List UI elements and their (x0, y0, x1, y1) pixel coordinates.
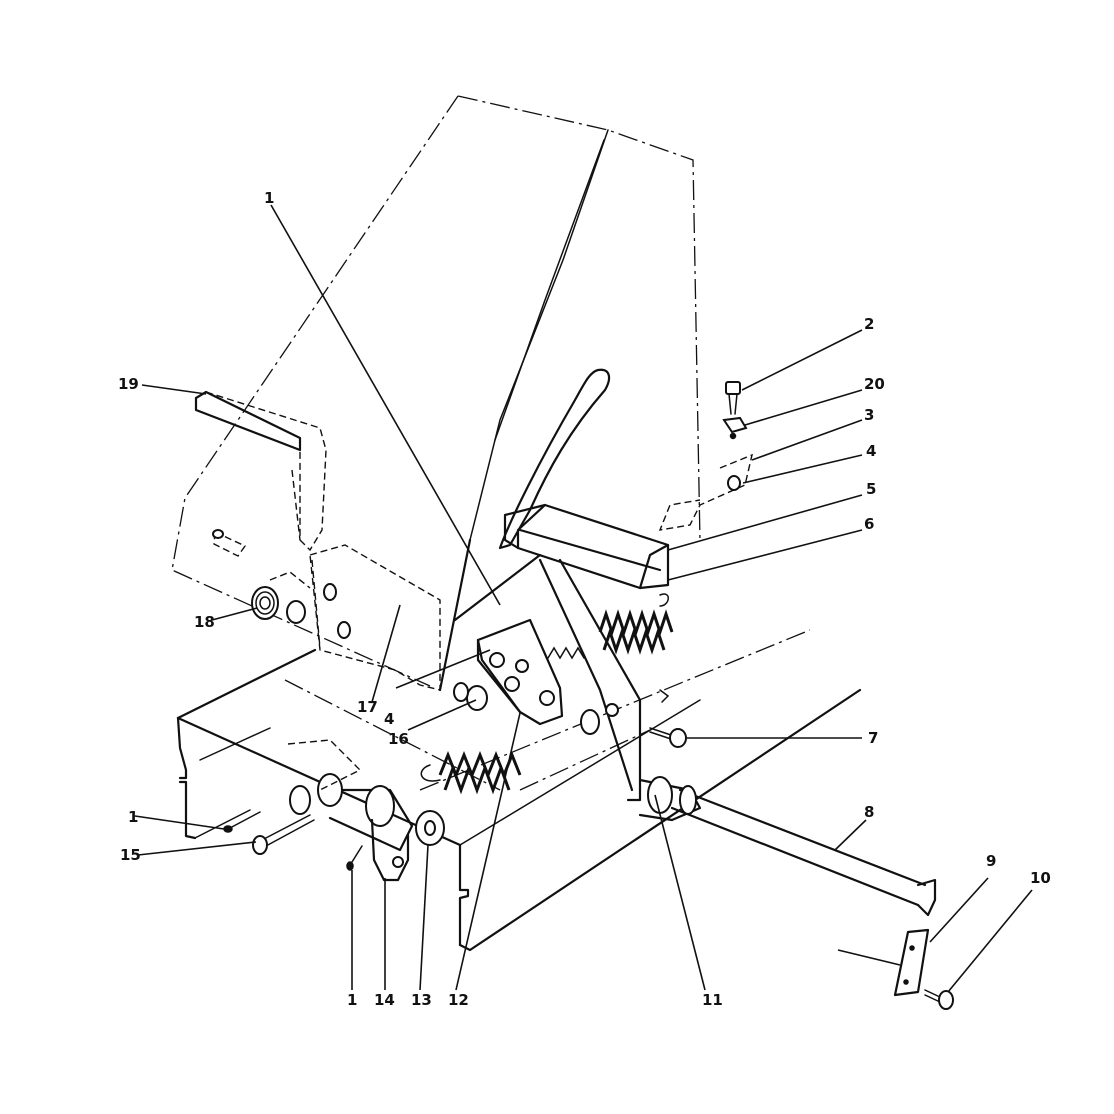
callout-10: 10 (1030, 869, 1051, 887)
clamp (212, 529, 247, 557)
bolt-10 (924, 989, 954, 1010)
callout-1-left: 1 (128, 808, 138, 826)
spring-lower (420, 646, 585, 795)
callout-17: 17 (357, 698, 378, 716)
spring-18 (251, 571, 311, 624)
callout-13: 13 (411, 991, 432, 1009)
bracket-17 (309, 544, 441, 691)
plate-19 (194, 390, 327, 552)
callout-12: 12 (448, 991, 469, 1009)
leader-lines (134, 204, 1033, 993)
clip-9 (893, 928, 930, 997)
nut-4-top (727, 475, 741, 491)
pedal-lever (438, 368, 642, 802)
callout-8: 8 (864, 803, 874, 821)
callout-9: 9 (986, 852, 996, 870)
callout-3: 3 (864, 406, 874, 424)
callout-18: 18 (194, 613, 215, 631)
bracket-part-3 (658, 453, 753, 531)
callout-1-bottom: 1 (347, 991, 357, 1009)
callout-16: 16 (388, 730, 409, 748)
callout-14: 14 (374, 991, 395, 1009)
pedal-pad (503, 503, 670, 590)
callout-labels: 1 2 20 3 4 5 6 7 8 9 10 11 12 13 14 1 15… (118, 189, 1051, 1009)
callout-20: 20 (864, 375, 885, 393)
callout-7: 7 (868, 729, 878, 747)
callout-19: 19 (118, 375, 139, 393)
callout-11: 11 (702, 991, 723, 1009)
spring-upper (598, 593, 674, 655)
base-frame (176, 629, 862, 952)
pin-15 (252, 814, 315, 855)
callout-2: 2 (864, 315, 874, 333)
bolt-2 (725, 381, 741, 415)
hinge-assembly (287, 739, 445, 882)
callout-4-mid: 4 (384, 710, 394, 728)
washer-20 (722, 416, 748, 440)
bushing (580, 703, 619, 735)
callout-6: 6 (864, 515, 874, 533)
outer-shield-outline (171, 95, 701, 687)
center-link (453, 618, 564, 726)
cotter-pin-left (223, 811, 261, 833)
callout-1-top: 1 (264, 189, 274, 207)
shaft (638, 776, 937, 917)
callout-4-right: 4 (866, 442, 876, 460)
callout-15: 15 (120, 846, 141, 864)
callout-5: 5 (866, 480, 876, 498)
cotter-pin-bottom (346, 845, 363, 871)
